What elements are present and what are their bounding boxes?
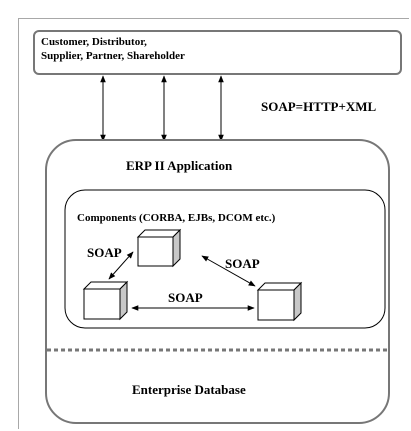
- component-cube-right: [256, 281, 303, 322]
- external-parties-box: [33, 30, 402, 75]
- components-title: Components (CORBA, EJBs, DCOM etc.): [77, 212, 276, 224]
- soap-label-right: SOAP: [225, 256, 260, 271]
- application-title: ERP II Application: [126, 158, 233, 173]
- protocol-label: SOAP=HTTP+XML: [261, 99, 377, 114]
- soap-link-right: [201, 255, 256, 287]
- database-label: Enterprise Database: [132, 382, 246, 397]
- soap-label-bottom: SOAP: [168, 290, 203, 305]
- external-parties-line-2: Supplier, Partner, Shareholder: [41, 50, 185, 62]
- external-parties-line-1: Customer, Distributor,: [41, 36, 147, 48]
- figure-frame: [18, 18, 409, 429]
- component-cube-top: [136, 228, 182, 268]
- soap-link-left: [108, 251, 134, 280]
- component-cube-left: [82, 280, 129, 321]
- soap-label-left: SOAP: [87, 245, 122, 260]
